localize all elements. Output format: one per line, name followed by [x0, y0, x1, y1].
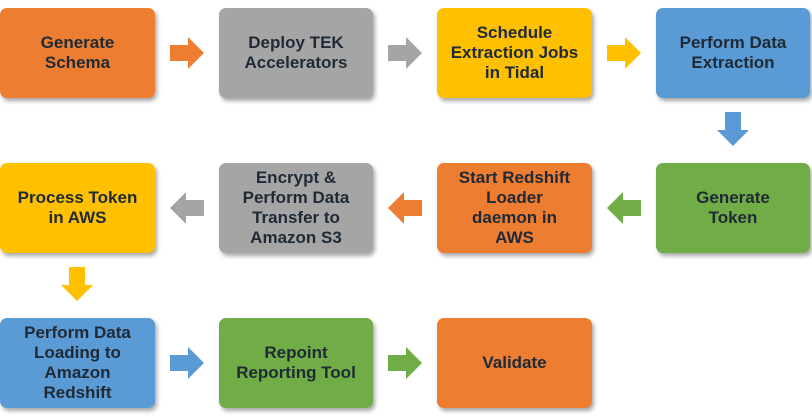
- step-label: Schedule Extraction Jobs in Tidal: [450, 23, 579, 82]
- step-perform-data-loading: Perform Data Loading to Amazon Redshift: [0, 318, 155, 408]
- step-label: Deploy TEK Accelerators: [244, 33, 348, 72]
- arrow-left-icon: [170, 192, 204, 224]
- step-label: Start Redshift Loader daemon in AWS: [458, 168, 571, 247]
- arrow-down-icon: [61, 267, 93, 301]
- step-process-token-aws: Process Token in AWS: [0, 163, 155, 253]
- step-repoint-reporting-tool: Repoint Reporting Tool: [219, 318, 373, 408]
- step-validate: Validate: [437, 318, 592, 408]
- step-label: Validate: [482, 353, 547, 372]
- arrow-right-icon: [170, 347, 204, 379]
- step-label: Process Token in AWS: [17, 188, 138, 227]
- step-generate-schema: Generate Schema: [0, 8, 155, 98]
- step-schedule-extraction-jobs: Schedule Extraction Jobs in Tidal: [437, 8, 592, 98]
- step-label: Perform Data Extraction: [679, 33, 787, 72]
- step-label: Generate Schema: [40, 33, 115, 72]
- step-label: Perform Data Loading to Amazon Redshift: [24, 323, 131, 402]
- step-encrypt-transfer-s3: Encrypt & Perform Data Transfer to Amazo…: [219, 163, 373, 253]
- step-perform-data-extraction: Perform Data Extraction: [656, 8, 810, 98]
- step-label: Encrypt & Perform Data Transfer to Amazo…: [242, 168, 350, 247]
- step-generate-token: Generate Token: [656, 163, 810, 253]
- arrow-right-icon: [170, 37, 204, 69]
- step-label: Repoint Reporting Tool: [236, 343, 356, 382]
- step-label: Generate Token: [696, 188, 770, 227]
- step-deploy-tek-accelerators: Deploy TEK Accelerators: [219, 8, 373, 98]
- arrow-right-icon: [388, 347, 422, 379]
- step-start-redshift-loader: Start Redshift Loader daemon in AWS: [437, 163, 592, 253]
- arrow-left-icon: [607, 192, 641, 224]
- arrow-down-icon: [717, 112, 749, 146]
- arrow-right-icon: [388, 37, 422, 69]
- arrow-right-icon: [607, 37, 641, 69]
- arrow-left-icon: [388, 192, 422, 224]
